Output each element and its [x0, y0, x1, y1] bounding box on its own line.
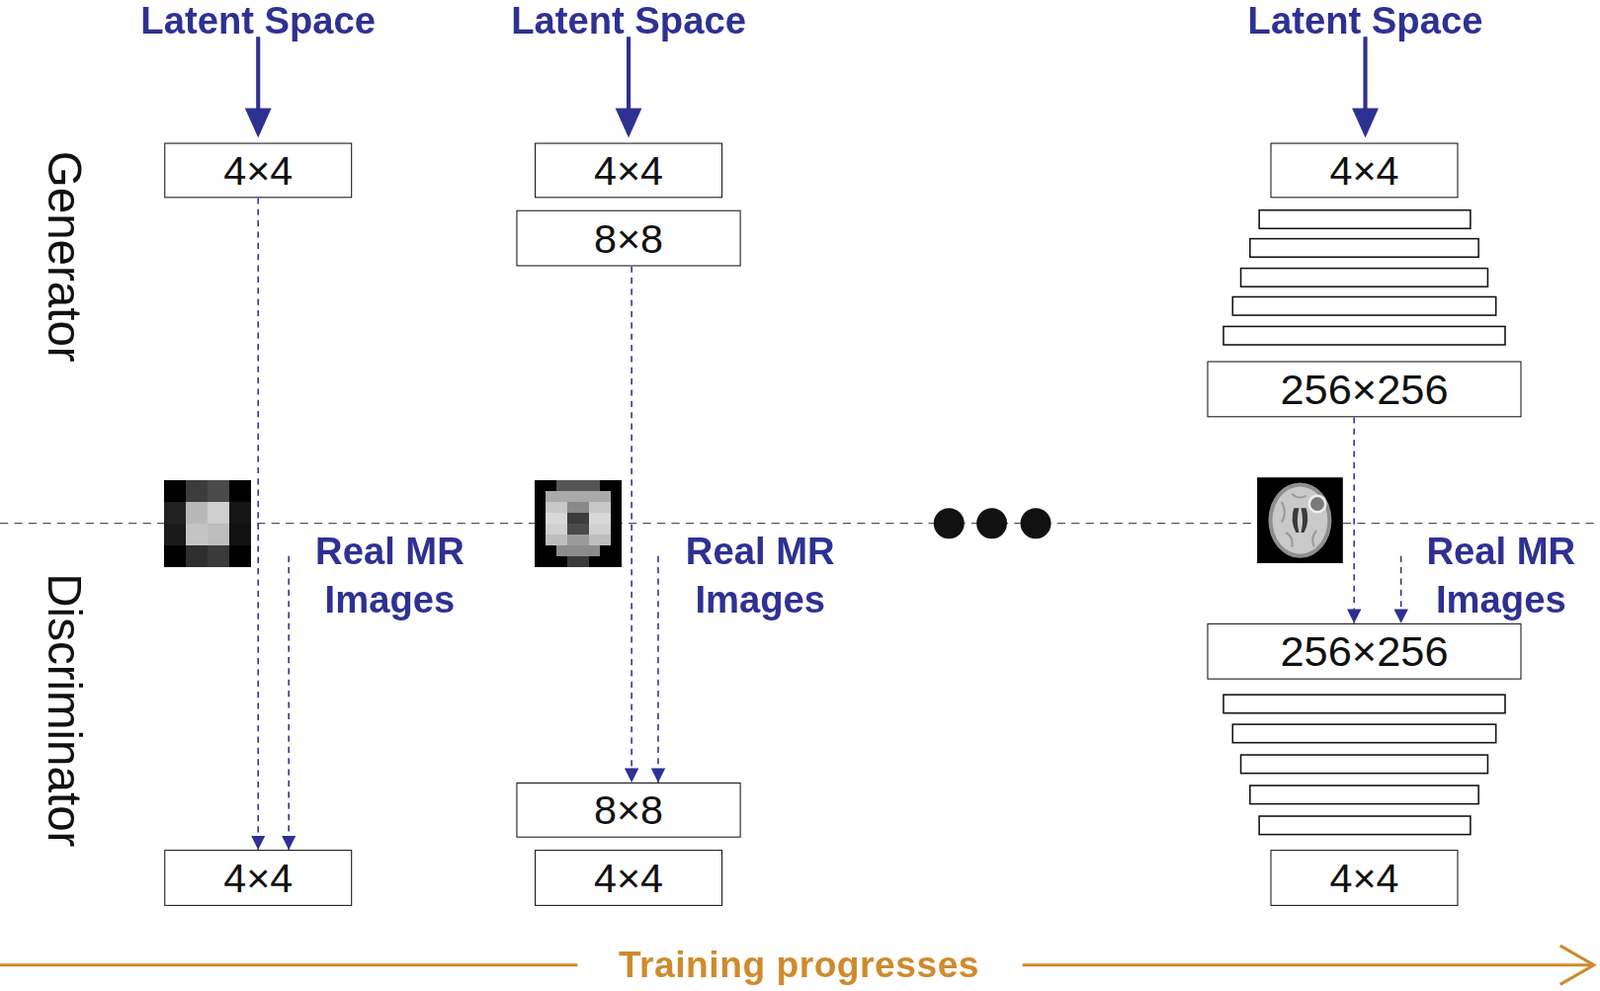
image-pixel [567, 502, 590, 513]
layer-box: 4×4 [1269, 849, 1458, 907]
layer-box: 256×256 [1206, 623, 1521, 680]
data-flow-arrow [630, 265, 633, 782]
image-pixel [164, 523, 186, 546]
layer-box: 8×8 [515, 782, 741, 839]
ellipsis-dot [976, 507, 1008, 539]
layer-bar [1223, 694, 1506, 714]
layer-box: 4×4 [164, 143, 352, 199]
layer-box: 4×4 [534, 849, 723, 907]
generated-image-4 [164, 480, 252, 568]
data-flow-arrow [1352, 417, 1355, 624]
brain-outline [1267, 482, 1332, 558]
image-pixel [545, 534, 611, 546]
image-pixel [207, 523, 230, 546]
layer-bar [1241, 755, 1489, 774]
layer-size: 4×4 [1329, 150, 1399, 191]
connector-layer [257, 197, 1354, 850]
input-label: Latent Space [104, 0, 412, 43]
data-label: Real MR Images [292, 527, 487, 624]
layer-bars [1223, 210, 1506, 836]
layer-bar [1232, 724, 1496, 744]
progress-line [1022, 963, 1594, 967]
arrow-head [245, 107, 272, 138]
brain-lesion [1309, 496, 1327, 513]
generated-image-256 [1257, 477, 1344, 564]
real-image-arrow [1400, 556, 1403, 624]
latent-arrow [255, 36, 260, 114]
layer-box: 4×4 [1269, 143, 1458, 199]
input-label: Latent Space [475, 0, 782, 43]
image-background [534, 480, 622, 568]
image-pixel [567, 534, 590, 546]
progress-arrow-head [1560, 945, 1595, 985]
image-pixel [207, 502, 230, 524]
arrow-head [1351, 107, 1379, 138]
image-pixel [185, 480, 208, 503]
image-background [1257, 477, 1344, 564]
layer-bar [1259, 816, 1471, 836]
image-pixel [207, 545, 230, 568]
layer-bar [1223, 326, 1506, 345]
data-label: Real MR Images [1404, 527, 1599, 624]
real-image-arrow [657, 556, 660, 783]
layer-bar [1250, 785, 1479, 805]
arrow-head [615, 107, 643, 138]
layer-size: 4×4 [593, 150, 664, 191]
layer-box: 256×256 [1206, 361, 1521, 419]
section-label: Generator [38, 151, 90, 363]
latent-arrow [1362, 36, 1367, 114]
layer-size: 4×4 [593, 857, 664, 899]
input-label: Latent Space [1212, 0, 1519, 43]
layer-size: 8×8 [593, 789, 664, 831]
image-pixel [556, 545, 600, 557]
image-pixel [207, 480, 230, 503]
layer-bar [1259, 210, 1471, 230]
layer-size: 4×4 [223, 857, 293, 899]
layer-size: 256×256 [1279, 630, 1448, 674]
brain-matter [1272, 487, 1329, 555]
image-pixel [567, 523, 590, 535]
latent-arrows [245, 36, 1379, 138]
image-pixel [229, 502, 252, 524]
data-flow-arrow [256, 197, 259, 850]
ellipsis-dot [1020, 507, 1052, 539]
layer-size: 4×4 [1329, 857, 1399, 899]
layer-bar [1241, 268, 1489, 288]
generated-image-8 [534, 480, 622, 568]
axis-label: Training progresses [574, 942, 1023, 988]
image-pixel [556, 480, 600, 492]
image-pixel [545, 523, 611, 535]
data-label: Real MR Images [663, 527, 857, 624]
image-pixel [185, 523, 208, 546]
real-image-arrow [287, 556, 290, 850]
image-pixel [229, 523, 252, 546]
ellipsis-dot [933, 507, 965, 539]
layer-bar [1250, 239, 1479, 258]
image-pixel [545, 512, 611, 524]
image-pixel [185, 502, 208, 524]
layer-box: 4×4 [164, 849, 352, 907]
layer-size: 4×4 [223, 150, 293, 191]
brain-ventricles [1292, 507, 1309, 533]
layer-size: 256×256 [1279, 367, 1448, 411]
image-pixel [164, 502, 186, 524]
image-pixel [185, 545, 208, 568]
image-background [164, 480, 252, 568]
progress-line [0, 963, 578, 967]
section-label: Discriminator [38, 573, 90, 847]
image-pixel [567, 512, 590, 524]
layer-box: 8×8 [515, 210, 741, 267]
ellipsis-dots [933, 507, 1052, 539]
latent-arrow [626, 36, 631, 114]
image-pixel [567, 556, 590, 568]
layer-bar [1232, 296, 1496, 316]
image-pixel [545, 502, 611, 513]
layer-size: 8×8 [593, 217, 664, 258]
layer-box: 4×4 [534, 143, 723, 199]
image-pixel [545, 491, 611, 503]
